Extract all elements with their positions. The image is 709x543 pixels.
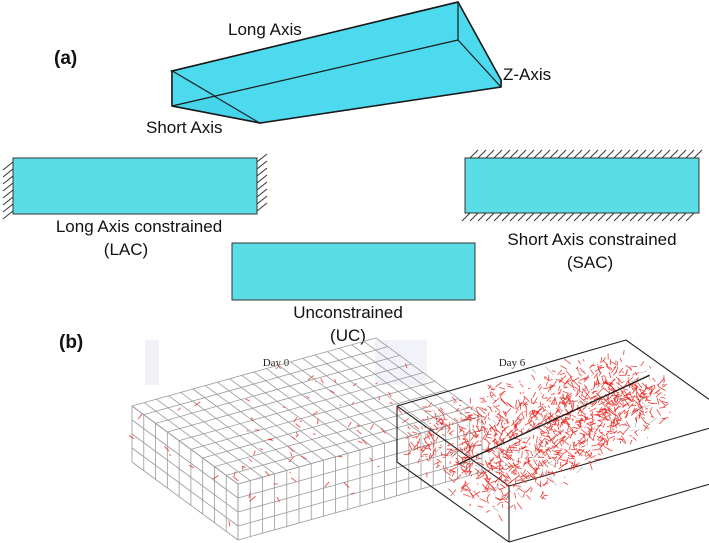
sac-caption-line2: (SAC) bbox=[567, 253, 613, 272]
z-axis-label: Z-Axis bbox=[503, 65, 551, 84]
mesh-day6 bbox=[396, 339, 709, 543]
uc-caption-line2: (UC) bbox=[330, 326, 366, 345]
long-axis-label: Long Axis bbox=[228, 20, 302, 39]
day0-label: Day 0 bbox=[263, 357, 290, 369]
background-artifact bbox=[375, 340, 427, 385]
panel-a-label: (a) bbox=[54, 48, 77, 69]
lac-caption-line2: (LAC) bbox=[104, 240, 148, 259]
3d-box bbox=[170, 1, 503, 124]
background-artifact bbox=[145, 340, 159, 385]
lac-slab bbox=[2, 153, 268, 220]
short-axis-label: Short Axis bbox=[146, 118, 223, 137]
sac-caption-line1: Short Axis constrained bbox=[507, 230, 676, 249]
uc-slab bbox=[231, 242, 476, 301]
panel-b-label: (b) bbox=[59, 332, 83, 353]
lac-caption-line1: Long Axis constrained bbox=[56, 217, 222, 236]
day6-label: Day 6 bbox=[499, 357, 526, 369]
uc-caption-line1: Unconstrained bbox=[293, 303, 403, 322]
sac-slab bbox=[461, 149, 703, 222]
